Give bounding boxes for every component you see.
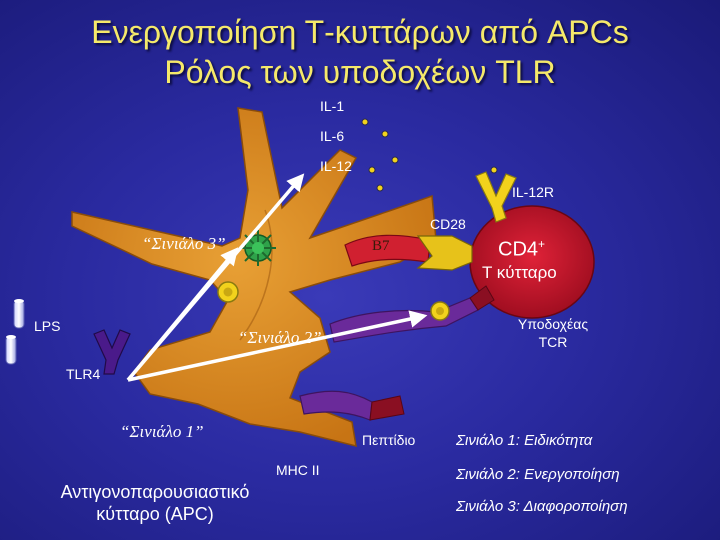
tlr4-receptor [93, 329, 131, 375]
signal3-label: “Σινιάλο 3” [142, 234, 226, 253]
il12r-label: IL-12R [512, 184, 555, 200]
cd28-receptor [416, 235, 473, 271]
note-signal-3: Σινιάλο 3: Διαφοροποίηση [456, 498, 628, 515]
cytokine-dots [361, 118, 498, 192]
title-line-1: Ενεργοποίηση Τ-κυττάρων από APCs [91, 14, 629, 50]
cd4-main: CD4 [498, 238, 539, 261]
b7-label: B7 [372, 238, 390, 254]
cytokine-label-il1: IL-1 [320, 98, 345, 114]
title-line-2: Ρόλος των υποδοχέων TLR [164, 54, 556, 90]
tcr-label-line-2: TCR [538, 334, 568, 350]
apc-label-line-2: κύτταρο (APC) [96, 504, 214, 524]
cytokine-label-il12: IL-12 [320, 158, 352, 174]
mhc-base [369, 395, 405, 421]
lps-label: LPS [34, 318, 61, 334]
peptide-core [436, 307, 444, 315]
tcr-label-line-1: Υποδοχέας [517, 316, 589, 332]
mhc-label: MHC II [276, 462, 320, 478]
t-cell-label: Τ κύτταρο [482, 263, 557, 282]
cd4-label: CD4+ [498, 234, 545, 261]
tlr4-label: TLR4 [66, 366, 101, 382]
lps-molecules [5, 299, 25, 365]
cytokine-label-il6: IL-6 [320, 128, 345, 144]
cd28-label: CD28 [430, 216, 466, 232]
peptide-label: Πεπτίδιο [362, 432, 416, 448]
il12r-receptor [475, 171, 517, 223]
cd4-superscript: + [538, 237, 546, 251]
note-signal-1: Σινιάλο 1: Ειδικότητα [456, 432, 593, 449]
apc-texture [239, 209, 273, 341]
tcr-stem [469, 285, 495, 311]
apc-cell [71, 107, 437, 448]
note-signal-2: Σινιάλο 2: Ενεργοποίηση [456, 466, 620, 483]
signal1-label: “Σινιάλο 1” [120, 422, 204, 441]
signal3-star [240, 230, 276, 266]
signal2-label: “Σινιάλο 2” [238, 328, 322, 347]
signal-arrows [126, 173, 428, 382]
apc-label-line-1: Αντιγονοπαρουσιαστικό [60, 482, 250, 502]
